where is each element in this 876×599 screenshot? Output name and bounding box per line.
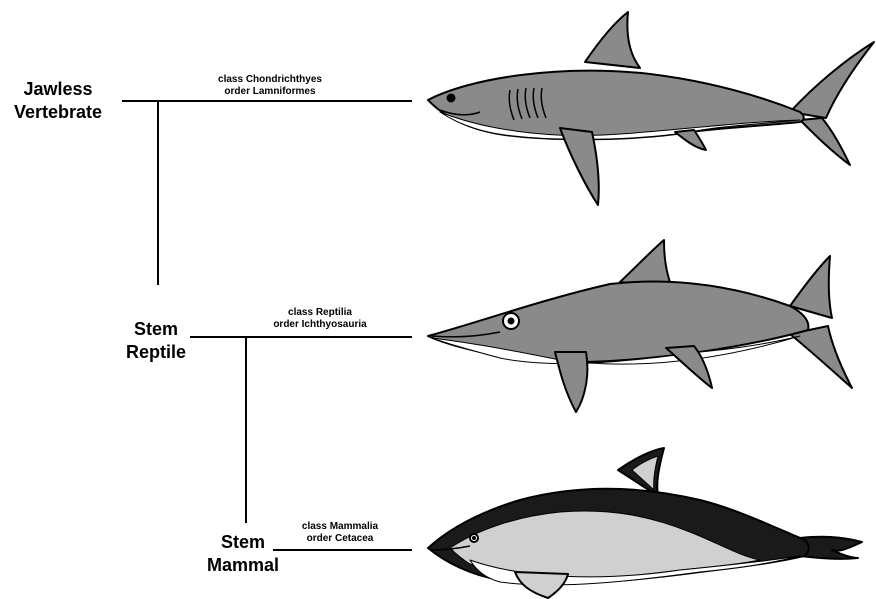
- ichthyosaur-illustration: [428, 240, 852, 412]
- shark-illustration: [428, 12, 874, 205]
- dolphin-illustration: [428, 448, 862, 598]
